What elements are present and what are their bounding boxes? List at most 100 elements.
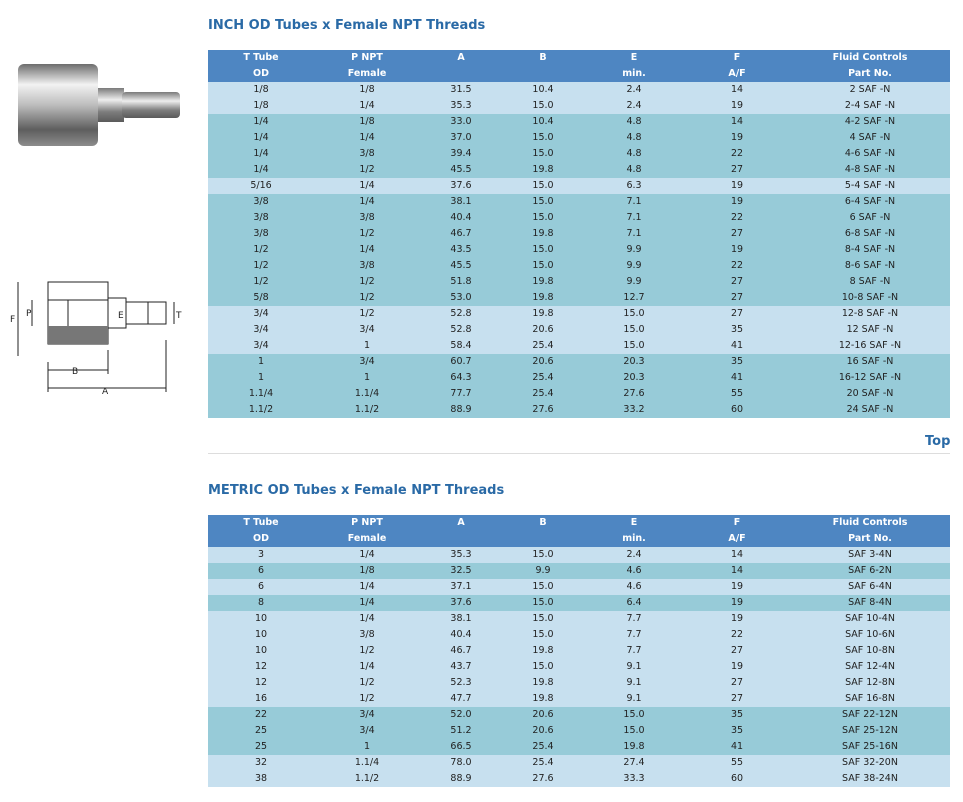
cell-t-od: 38 — [208, 771, 314, 787]
cell-a: 52.0 — [420, 707, 502, 723]
cell-b: 27.6 — [502, 771, 584, 787]
cell-b: 15.0 — [502, 242, 584, 258]
cell-a: 78.0 — [420, 755, 502, 771]
cell-part-no: 12 SAF -N — [790, 322, 950, 338]
col-header-e: E — [584, 515, 684, 531]
label-f: F — [10, 315, 15, 325]
cell-t-od: 3/4 — [208, 322, 314, 338]
cell-t-od: 10 — [208, 611, 314, 627]
cell-p-npt: 1/2 — [314, 306, 420, 322]
cell-b: 27.6 — [502, 402, 584, 418]
cell-e-min: 15.0 — [584, 338, 684, 354]
label-b: B — [72, 367, 78, 377]
cell-f-af: 19 — [684, 178, 790, 194]
cell-p-npt: 1/2 — [314, 691, 420, 707]
cell-a: 53.0 — [420, 290, 502, 306]
cell-f-af: 14 — [684, 563, 790, 579]
cell-a: 64.3 — [420, 370, 502, 386]
cell-p-npt: 1/4 — [314, 659, 420, 675]
cell-a: 31.5 — [420, 82, 502, 98]
cell-f-af: 22 — [684, 627, 790, 643]
cell-p-npt: 1/4 — [314, 611, 420, 627]
cell-f-af: 41 — [684, 739, 790, 755]
cell-part-no: 16-12 SAF -N — [790, 370, 950, 386]
header-row-2: OD Female min. A/F Part No. — [208, 531, 950, 547]
cell-a: 37.0 — [420, 130, 502, 146]
cell-a: 52.8 — [420, 306, 502, 322]
cell-part-no: 6-8 SAF -N — [790, 226, 950, 242]
cell-part-no: 24 SAF -N — [790, 402, 950, 418]
cell-p-npt: 1/2 — [314, 162, 420, 178]
col-header-b: B — [502, 515, 584, 531]
label-t: T — [175, 311, 182, 321]
cell-t-od: 10 — [208, 627, 314, 643]
cell-part-no: 5-4 SAF -N — [790, 178, 950, 194]
cell-p-npt: 3/8 — [314, 258, 420, 274]
cell-part-no: SAF 8-4N — [790, 595, 950, 611]
col-header-t: T Tube — [208, 515, 314, 531]
cell-e-min: 4.6 — [584, 579, 684, 595]
cell-f-af: 19 — [684, 98, 790, 114]
cell-e-min: 6.4 — [584, 595, 684, 611]
cell-f-af: 19 — [684, 595, 790, 611]
cell-t-od: 3/4 — [208, 306, 314, 322]
cell-f-af: 14 — [684, 82, 790, 98]
cell-b: 20.6 — [502, 707, 584, 723]
header-row-1: T Tube P NPT A B E F Fluid Controls — [208, 50, 950, 66]
cell-e-min: 4.8 — [584, 146, 684, 162]
cell-t-od: 3/4 — [208, 338, 314, 354]
cell-part-no: 20 SAF -N — [790, 386, 950, 402]
cell-part-no: 6-4 SAF -N — [790, 194, 950, 210]
cell-a: 40.4 — [420, 627, 502, 643]
cell-f-af: 27 — [684, 691, 790, 707]
cell-t-od: 1/4 — [208, 162, 314, 178]
cell-e-min: 4.8 — [584, 114, 684, 130]
col-subheader-f: A/F — [684, 531, 790, 547]
cell-a: 38.1 — [420, 611, 502, 627]
cell-t-od: 8 — [208, 595, 314, 611]
cell-e-min: 4.6 — [584, 563, 684, 579]
cell-e-min: 15.0 — [584, 723, 684, 739]
cell-t-od: 1/2 — [208, 258, 314, 274]
cell-f-af: 27 — [684, 162, 790, 178]
col-header-p: P NPT — [314, 50, 420, 66]
cell-a: 45.5 — [420, 162, 502, 178]
cell-e-min: 15.0 — [584, 322, 684, 338]
cell-b: 25.4 — [502, 739, 584, 755]
cell-e-min: 20.3 — [584, 370, 684, 386]
cell-f-af: 19 — [684, 579, 790, 595]
cell-t-od: 16 — [208, 691, 314, 707]
cell-b: 15.0 — [502, 579, 584, 595]
cell-t-od: 3/8 — [208, 226, 314, 242]
cell-part-no: SAF 10-8N — [790, 643, 950, 659]
cell-part-no: 4 SAF -N — [790, 130, 950, 146]
cell-a: 51.8 — [420, 274, 502, 290]
cell-part-no: 12-16 SAF -N — [790, 338, 950, 354]
cell-part-no: 2 SAF -N — [790, 82, 950, 98]
cell-part-no: SAF 25-12N — [790, 723, 950, 739]
cell-t-od: 6 — [208, 579, 314, 595]
cell-f-af: 35 — [684, 322, 790, 338]
cell-b: 19.8 — [502, 306, 584, 322]
cell-a: 88.9 — [420, 402, 502, 418]
inch-section-title: INCH OD Tubes x Female NPT Threads — [208, 18, 486, 33]
header-row-2: OD Female min. A/F Part No. — [208, 66, 950, 82]
cell-a: 45.5 — [420, 258, 502, 274]
top-link[interactable]: Top — [925, 434, 951, 449]
col-header-part: Fluid Controls — [790, 50, 950, 66]
cell-t-od: 22 — [208, 707, 314, 723]
cell-f-af: 35 — [684, 707, 790, 723]
cell-e-min: 33.2 — [584, 402, 684, 418]
cell-f-af: 27 — [684, 226, 790, 242]
cell-p-npt: 1/2 — [314, 274, 420, 290]
cell-a: 46.7 — [420, 226, 502, 242]
cell-p-npt: 1 — [314, 739, 420, 755]
cell-t-od: 32 — [208, 755, 314, 771]
